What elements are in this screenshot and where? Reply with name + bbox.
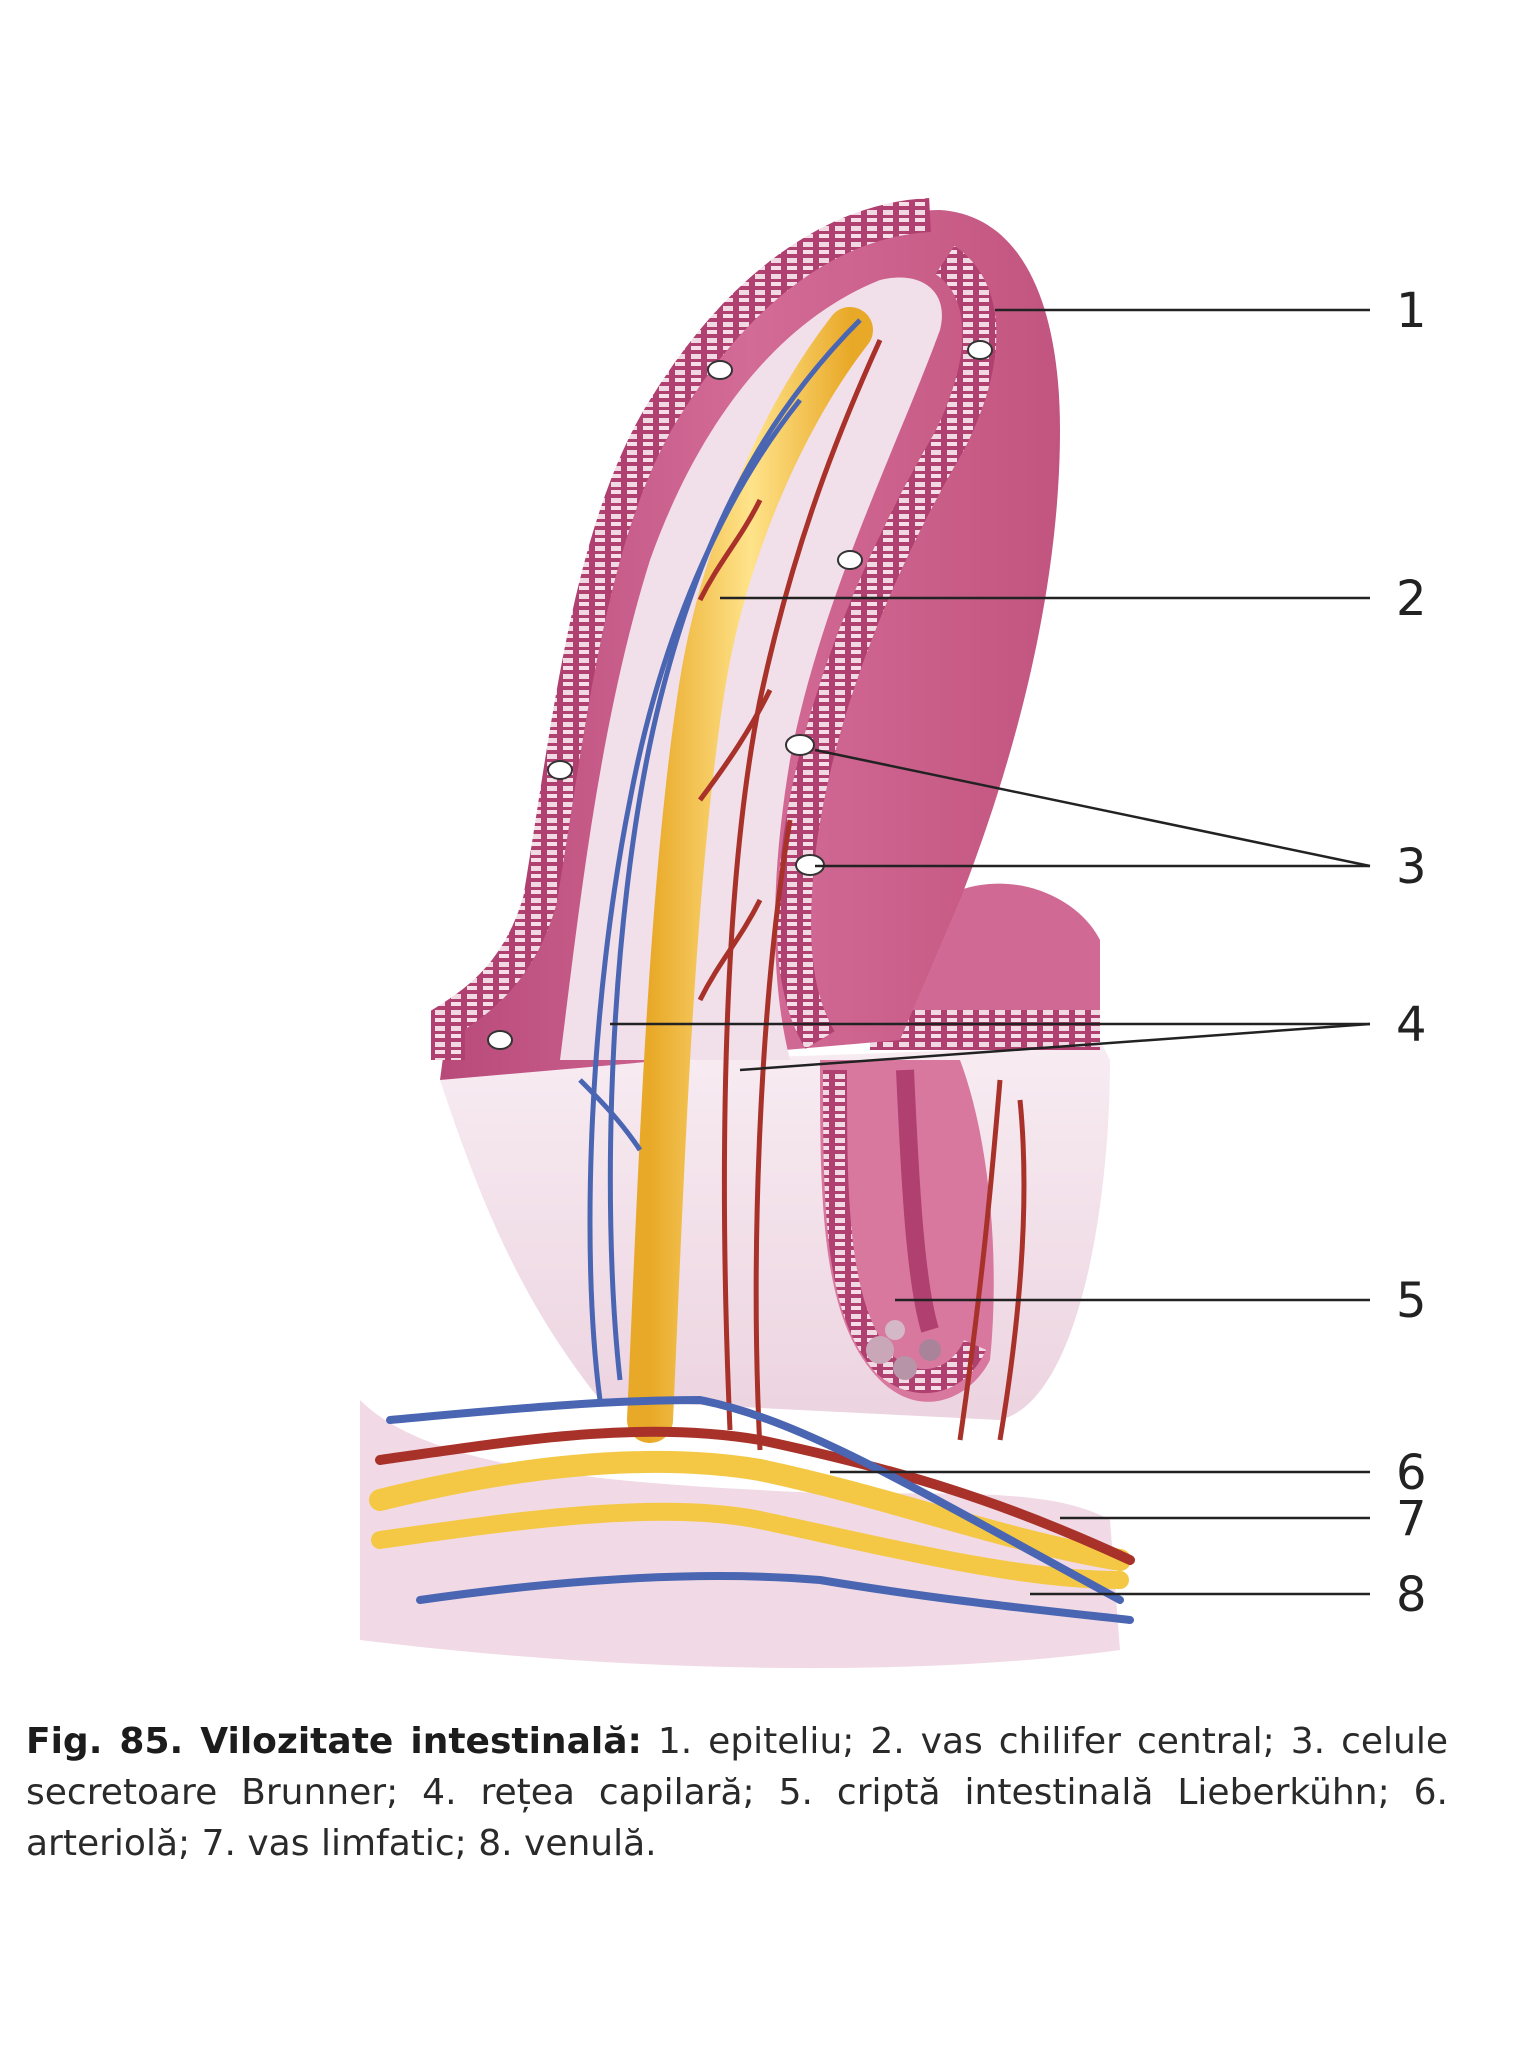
callout-6: 6 [1396, 1445, 1427, 1501]
secretory-cells [487, 340, 993, 1050]
villus-illustration: 1 2 3 4 5 6 7 8 [360, 198, 1427, 1669]
callout-numbers: 1 2 3 4 5 6 7 8 [1396, 283, 1427, 1623]
callout-4: 4 [1396, 997, 1427, 1053]
central-lacteal [627, 307, 873, 1443]
leader-lines [610, 308, 1371, 1596]
callout-8: 8 [1396, 1567, 1427, 1623]
caption-title: Fig. 85. Vilozitate intestinală: [26, 1721, 642, 1762]
capillary-network [578, 318, 1027, 1451]
callout-3: 3 [1396, 839, 1427, 895]
crypt-of-lieberkuhn [820, 1060, 994, 1402]
callout-1: 1 [1396, 283, 1427, 339]
base-vessels [369, 1395, 1135, 1624]
callout-2: 2 [1396, 571, 1427, 627]
figure-caption: Fig. 85. Vilozitate intestinală: 1. epit… [26, 1716, 1448, 1869]
callout-7: 7 [1396, 1491, 1427, 1547]
callout-5: 5 [1396, 1273, 1427, 1329]
caption-text: 1. epiteliu; 2. vas chilifer central; 3.… [26, 1721, 1448, 1864]
